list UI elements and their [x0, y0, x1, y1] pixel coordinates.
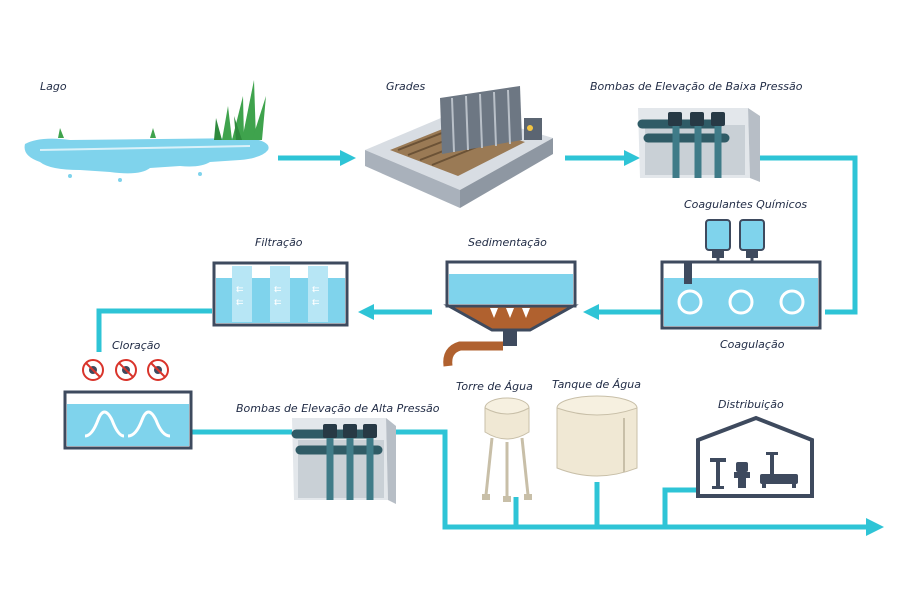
label-chemical-coagulants: Coagulantes Químicos	[684, 198, 808, 211]
sedimentation-tank	[443, 260, 579, 367]
no-germs-icon	[147, 359, 169, 381]
grass-reeds	[58, 80, 266, 140]
label-screens: Grades	[386, 80, 426, 93]
svg-text:⇇: ⇇	[274, 285, 282, 295]
label-low-pressure-pumps: Bombas de Elevação de Baixa Pressão	[590, 80, 803, 93]
toilet-icon	[734, 462, 750, 488]
water-tank	[556, 395, 638, 477]
label-chlorination: Cloração	[112, 339, 161, 352]
svg-text:⇇: ⇇	[312, 285, 320, 295]
label-water-tower: Torre de Água	[456, 380, 533, 393]
pipe-house-branch	[662, 487, 700, 527]
bathtub-icon	[760, 452, 798, 488]
svg-text:⇇: ⇇	[236, 285, 244, 295]
pipe-pumps-to-coagulation	[752, 155, 858, 315]
chlorination-tank	[63, 390, 193, 450]
screens-illustration	[365, 86, 553, 208]
label-coagulation: Coagulação	[720, 338, 785, 351]
coagulation-tank	[660, 260, 822, 330]
water-tower	[482, 397, 532, 502]
no-virus-icon	[115, 359, 137, 381]
sink-icon	[710, 458, 726, 489]
filtration-tank: ⇇ ⇇ ⇇ ⇇ ⇇ ⇇	[212, 261, 349, 327]
no-bacteria-icons	[82, 359, 169, 381]
flow-pipes	[96, 150, 884, 536]
label-filtration: Filtração	[255, 236, 303, 249]
arrow-screens-to-pumps	[624, 150, 640, 166]
no-bacteria-icon	[82, 359, 104, 381]
label-high-pressure-pumps: Bombas de Elevação de Alta Pressão	[236, 402, 440, 415]
svg-text:⇇: ⇇	[312, 298, 320, 308]
label-distribution: Distribuição	[718, 398, 784, 411]
high-pressure-pumps-illustration	[291, 418, 396, 504]
lake-illustration	[24, 80, 269, 182]
arrow-sedimentation-to-filtration	[358, 304, 374, 320]
label-sedimentation: Sedimentação	[468, 236, 547, 249]
arrow-coagulation-to-sedimentation	[583, 304, 599, 320]
svg-text:⇇: ⇇	[274, 298, 282, 308]
arrow-lake-to-screens	[340, 150, 356, 166]
pipe-filtration-to-chlorination	[96, 308, 212, 352]
arrow-to-distribution-out	[866, 518, 884, 536]
svg-text:⇇: ⇇	[236, 298, 244, 308]
pipe-high-pumps-to-main	[396, 429, 870, 530]
low-pressure-pumps-illustration	[637, 108, 760, 182]
label-water-tank: Tanque de Água	[552, 378, 641, 391]
distribution-house	[696, 415, 814, 498]
label-lake: Lago	[40, 80, 67, 93]
